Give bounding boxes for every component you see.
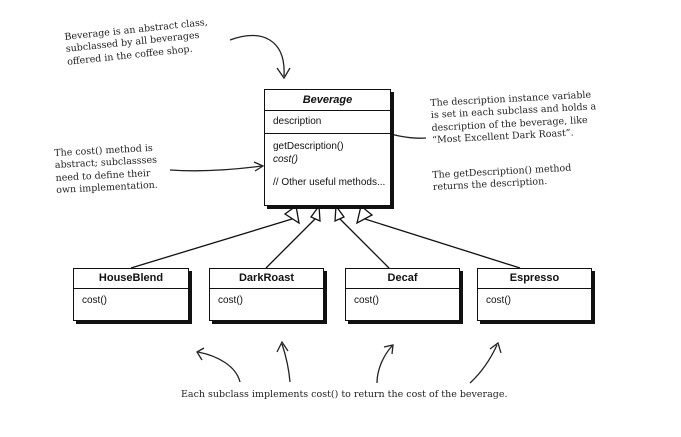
houseblend-class-box: HouseBlend cost() bbox=[73, 268, 189, 321]
note-cost-abstract: The cost() method is abstract; subclasss… bbox=[54, 142, 159, 196]
decaf-class-box: Decaf cost() bbox=[345, 268, 460, 321]
beverage-class-box: Beverage description getDescription() co… bbox=[264, 89, 391, 206]
darkroast-class-box: DarkRoast cost() bbox=[209, 268, 324, 321]
method-cost: cost() bbox=[486, 295, 511, 306]
field-description: description bbox=[273, 116, 322, 127]
method-cost: cost() bbox=[354, 295, 379, 306]
class-name: HouseBlend bbox=[74, 269, 188, 289]
method-other: // Other useful methods... bbox=[273, 177, 386, 188]
inherit-arrowhead bbox=[310, 204, 321, 223]
inherit-line-darkroast bbox=[265, 218, 316, 269]
method-cost: cost() bbox=[82, 295, 107, 306]
inherit-line-espresso bbox=[364, 218, 521, 269]
note-arrow-bottom-2 bbox=[281, 343, 291, 383]
note-arrowhead bbox=[383, 344, 394, 355]
note-arrow-cost bbox=[169, 165, 263, 172]
note-arrowhead bbox=[489, 341, 502, 354]
class-fields: description bbox=[265, 111, 390, 134]
note-arrowhead bbox=[276, 67, 291, 80]
method-cost: cost() bbox=[218, 295, 243, 306]
note-arrowhead bbox=[253, 161, 265, 172]
note-arrowhead bbox=[276, 340, 289, 353]
note-description-variable: The description instance variable is set… bbox=[430, 89, 597, 146]
class-name: Espresso bbox=[478, 269, 591, 289]
note-arrow-abstract bbox=[229, 35, 285, 77]
note-bottom: Each subclass implements cost() to retur… bbox=[181, 389, 508, 400]
espresso-class-box: Espresso cost() bbox=[477, 268, 592, 321]
class-name: DarkRoast bbox=[210, 269, 323, 289]
note-arrow-bottom-4 bbox=[469, 344, 498, 384]
inherit-arrowhead bbox=[356, 204, 374, 225]
note-arrowhead bbox=[196, 347, 205, 361]
inherit-line-decaf bbox=[339, 218, 390, 269]
inherit-arrowhead bbox=[283, 204, 300, 225]
inherit-arrowhead bbox=[334, 204, 345, 223]
note-arrow-bottom-1 bbox=[197, 351, 241, 383]
method-cost: cost() bbox=[273, 154, 298, 165]
class-methods: getDescription() cost() // Other useful … bbox=[265, 134, 390, 189]
inherit-line-houseblend bbox=[130, 218, 293, 269]
class-name: Beverage bbox=[265, 90, 390, 111]
class-name: Decaf bbox=[346, 269, 459, 289]
note-arrow-bottom-3 bbox=[376, 345, 393, 384]
method-get-description: getDescription() bbox=[273, 141, 344, 152]
